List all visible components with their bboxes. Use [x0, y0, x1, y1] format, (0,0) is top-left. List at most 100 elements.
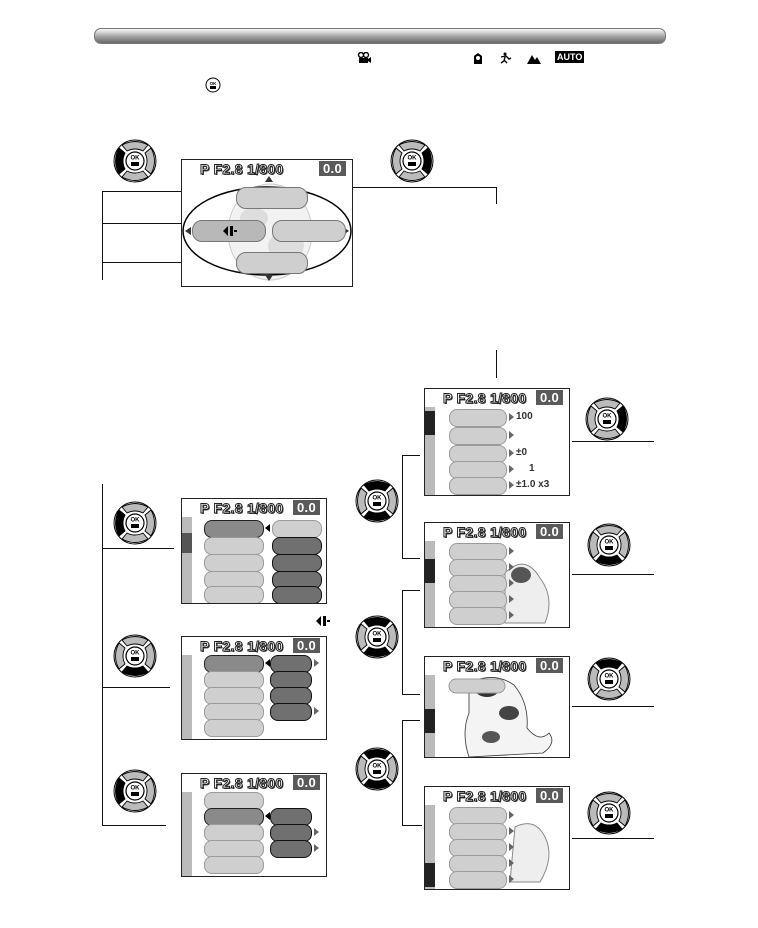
lcd-status-bar: P F2.8 1/800 0.0 — [425, 657, 569, 675]
connector-line — [402, 720, 404, 826]
ev-readout: 0.0 — [536, 658, 563, 673]
mode-tab-sidebar — [425, 541, 435, 627]
menu-item[interactable] — [204, 554, 264, 572]
lcd-picture-settings: P F2.8 1/800 0.0 — [424, 522, 570, 628]
arrow-pad-icon — [390, 139, 434, 183]
arrow-pad-icon — [587, 657, 631, 701]
chevron-right-icon — [509, 481, 514, 489]
connector-line — [402, 720, 420, 722]
connector-line — [402, 590, 404, 695]
portrait-icon — [472, 52, 484, 67]
menu-item-left[interactable] — [192, 220, 266, 242]
chevron-right-icon — [314, 707, 319, 715]
ok-button-icon-inline: OK — [205, 77, 221, 98]
arrow-pad-icon — [355, 615, 399, 659]
connector-line — [402, 825, 422, 827]
menu-item[interactable] — [449, 607, 507, 625]
tab-option[interactable] — [272, 586, 322, 603]
menu-item[interactable] — [204, 856, 264, 874]
mode-menu-icon — [316, 616, 330, 626]
tab-option[interactable] — [272, 537, 322, 555]
exposure-readout: P F2.8 1/800 — [443, 524, 527, 541]
lcd-status-bar: P F2.8 1/800 0.0 — [182, 499, 326, 517]
menu-item-top[interactable] — [236, 187, 308, 209]
arrow-pad-icon — [587, 791, 631, 835]
mode-tab-sidebar — [182, 517, 192, 603]
chevron-right-icon — [509, 449, 514, 457]
chevron-right-icon — [509, 413, 514, 421]
lcd-playback-dog: P F2.8 1/800 0.0 — [424, 656, 570, 758]
exposure-readout: P F2.8 1/800 — [200, 775, 284, 792]
connector-line — [102, 262, 236, 264]
chevron-right-icon — [314, 828, 319, 836]
lcd-status-bar: P F2.8 1/800 0.0 — [425, 523, 569, 541]
dog-illustration — [448, 677, 553, 757]
connector-line — [402, 455, 404, 559]
chevron-right-icon — [509, 465, 514, 473]
active-tab-marker — [425, 411, 435, 435]
ev-readout: 0.0 — [293, 775, 320, 790]
exposure-readout: P F2.8 1/800 — [443, 390, 527, 407]
menu-item-right[interactable] — [272, 220, 346, 242]
chevron-left-icon — [265, 659, 270, 667]
ev-readout: 0.0 — [536, 524, 563, 539]
arrow-pad-icon — [113, 634, 157, 678]
connector-line — [496, 350, 498, 378]
lcd-status-bar: P F2.8 1/800 0.0 — [182, 637, 326, 655]
lcd-top-menu: P F2.8 1/800 0.0 — [181, 159, 353, 287]
lcd-setup-settings: P F2.8 1/800 0.0 — [424, 786, 570, 890]
chevron-right-icon — [509, 431, 514, 439]
section-header-bar — [94, 28, 666, 44]
movie-icon — [357, 51, 371, 67]
tab-option[interactable] — [272, 554, 322, 572]
svg-text:OK: OK — [210, 81, 218, 86]
chevron-right-icon — [509, 563, 514, 571]
ev-readout: 0.0 — [536, 788, 563, 803]
exposure-readout: P F2.8 1/800 — [443, 658, 527, 675]
lcd-status-bar: P F2.8 1/800 0.0 — [182, 774, 326, 792]
mode-tab-sidebar — [425, 407, 435, 495]
connector-line — [102, 825, 166, 827]
exposure-readout: P F2.8 1/800 — [200, 500, 284, 517]
menu-item[interactable] — [204, 537, 264, 555]
connector-line — [102, 484, 104, 826]
active-tab-marker — [425, 559, 435, 583]
tab-option[interactable] — [270, 703, 312, 721]
menu-item-bottom[interactable] — [236, 252, 308, 274]
connector-line — [572, 441, 654, 443]
ev-readout: 0.0 — [319, 161, 346, 176]
menu-item[interactable] — [204, 586, 264, 603]
chevron-right-icon — [509, 875, 514, 883]
lcd-status-bar: P F2.8 1/800 0.0 — [425, 389, 569, 407]
lcd-status-bar: P F2.8 1/800 0.0 — [425, 787, 569, 805]
active-tab-marker — [182, 533, 192, 553]
menu-item[interactable] — [449, 427, 507, 445]
mode-tab-sidebar — [425, 805, 435, 889]
connector-line — [402, 694, 420, 696]
dog-illustration — [504, 563, 550, 624]
menu-item[interactable] — [449, 409, 507, 427]
lcd-camera-settings: P F2.8 1/800 0.0 100 ±0 1 ±1.0 x3 — [424, 388, 570, 496]
tab-option[interactable] — [270, 840, 312, 858]
exposure-readout: P F2.8 1/800 — [200, 638, 284, 655]
connector-line — [102, 687, 170, 689]
lcd-mode-menu-setup: P F2.8 1/800 0.0 — [181, 773, 327, 877]
arrow-pad-icon — [355, 479, 399, 523]
menu-item[interactable] — [449, 477, 507, 495]
chevron-right-icon — [509, 595, 514, 603]
mode-tab-sidebar — [182, 655, 192, 739]
menu-item-camera[interactable] — [204, 520, 264, 538]
tab-option[interactable] — [272, 520, 322, 538]
chevron-right-icon — [509, 843, 514, 851]
connector-line — [572, 838, 654, 840]
chevron-left-icon — [265, 524, 270, 532]
connector-line — [102, 223, 190, 225]
mode-tab-sidebar — [182, 792, 192, 876]
arrow-pad-icon — [587, 523, 631, 567]
menu-item[interactable] — [204, 719, 264, 737]
connector-line — [341, 187, 497, 189]
menu-item[interactable] — [449, 871, 507, 889]
arrow-pad-icon — [355, 747, 399, 791]
iso-value: 100 — [516, 411, 533, 422]
ev-readout: 0.0 — [293, 500, 320, 515]
